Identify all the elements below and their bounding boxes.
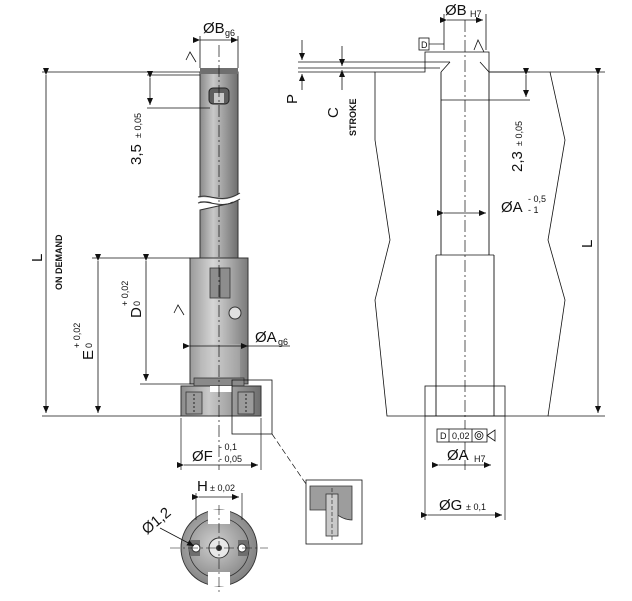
dim-l-left: L ON DEMAND [29,68,200,417]
d-label: D [128,307,145,318]
plate-outline [374,51,566,417]
of-label: ØF [192,448,213,465]
oa-minus-sup: - 0,5 [528,194,546,204]
ob-g6-sub: g6 [225,28,235,38]
ob-h7-sub: H7 [470,9,482,19]
oa-g6-sub: g6 [278,337,288,347]
oa-g6-label: ØA [255,329,277,346]
tol-23-sub: ± 0,05 [514,121,524,146]
c-label: C [325,107,342,118]
p-label: P [284,94,301,104]
oa-minus-label: ØA [501,199,523,216]
of-sup: - 0,1 [219,442,237,452]
on-demand-label: ON DEMAND [54,234,64,290]
tol-23-label: 2,3 [509,151,526,172]
h-label: H [197,478,208,495]
stroke-label: STROKE [348,98,358,136]
e-label: E [80,350,97,360]
datum-d-top: D [421,40,428,50]
og-label: ØG [439,497,462,514]
dim-d: D + 0,02 0 [120,254,194,385]
ob-h7-label: ØB [445,2,467,19]
detail-callout [231,379,363,545]
oa-minus-sub: - 1 [528,205,539,215]
d-tol-sup: + 0,02 [120,281,130,306]
h-sub: ± 0,02 [210,483,235,493]
feature-control-frame: D 0,02 [436,428,496,443]
dim-oa-minus: ØA - 0,5 - 1 [437,194,546,216]
e-tol-sub: 0 [84,343,94,348]
l-left-label: L [29,254,46,262]
d-tol-sub: 0 [132,301,142,306]
dim-3-5: 3,5 ± 0,05 [128,71,210,165]
tol-35-label: 3,5 [128,144,145,165]
e-tol-sup: + 0,02 [72,323,82,348]
dim-p-c: P C STROKE [284,40,450,136]
dim-of: ØF - 0,1 - 0,05 [177,418,262,470]
dim-oa-g6: ØA g6 [183,329,290,349]
dim-og: ØG ± 0,1 [421,416,506,520]
bottom-view: H ± 0,02 Ø1,2 [139,478,268,595]
frame-tol: 0,02 [452,431,470,441]
pin-body [180,68,262,417]
oa-h7-label: ØA [447,447,469,464]
og-sub: ± 0,1 [466,502,486,512]
dim-ob-h7: ØB H7 D [418,2,487,53]
l-right-label: L [579,240,596,248]
frame-d: D [440,431,447,441]
of-sub: - 0,05 [219,454,242,464]
dim-2-3: 2,3 ± 0,05 [489,68,530,172]
oa-h7-sub: H7 [474,454,486,464]
dim-ob-g6: ØB g6 [185,20,239,68]
tol-35-sub: ± 0,05 [133,113,143,138]
dim-l-right: L [548,68,605,417]
dim-oa-h7: ØA H7 [432,447,491,468]
ob-g6-label: ØB [203,20,225,37]
dim-e: E + 0,02 0 [72,254,190,413]
